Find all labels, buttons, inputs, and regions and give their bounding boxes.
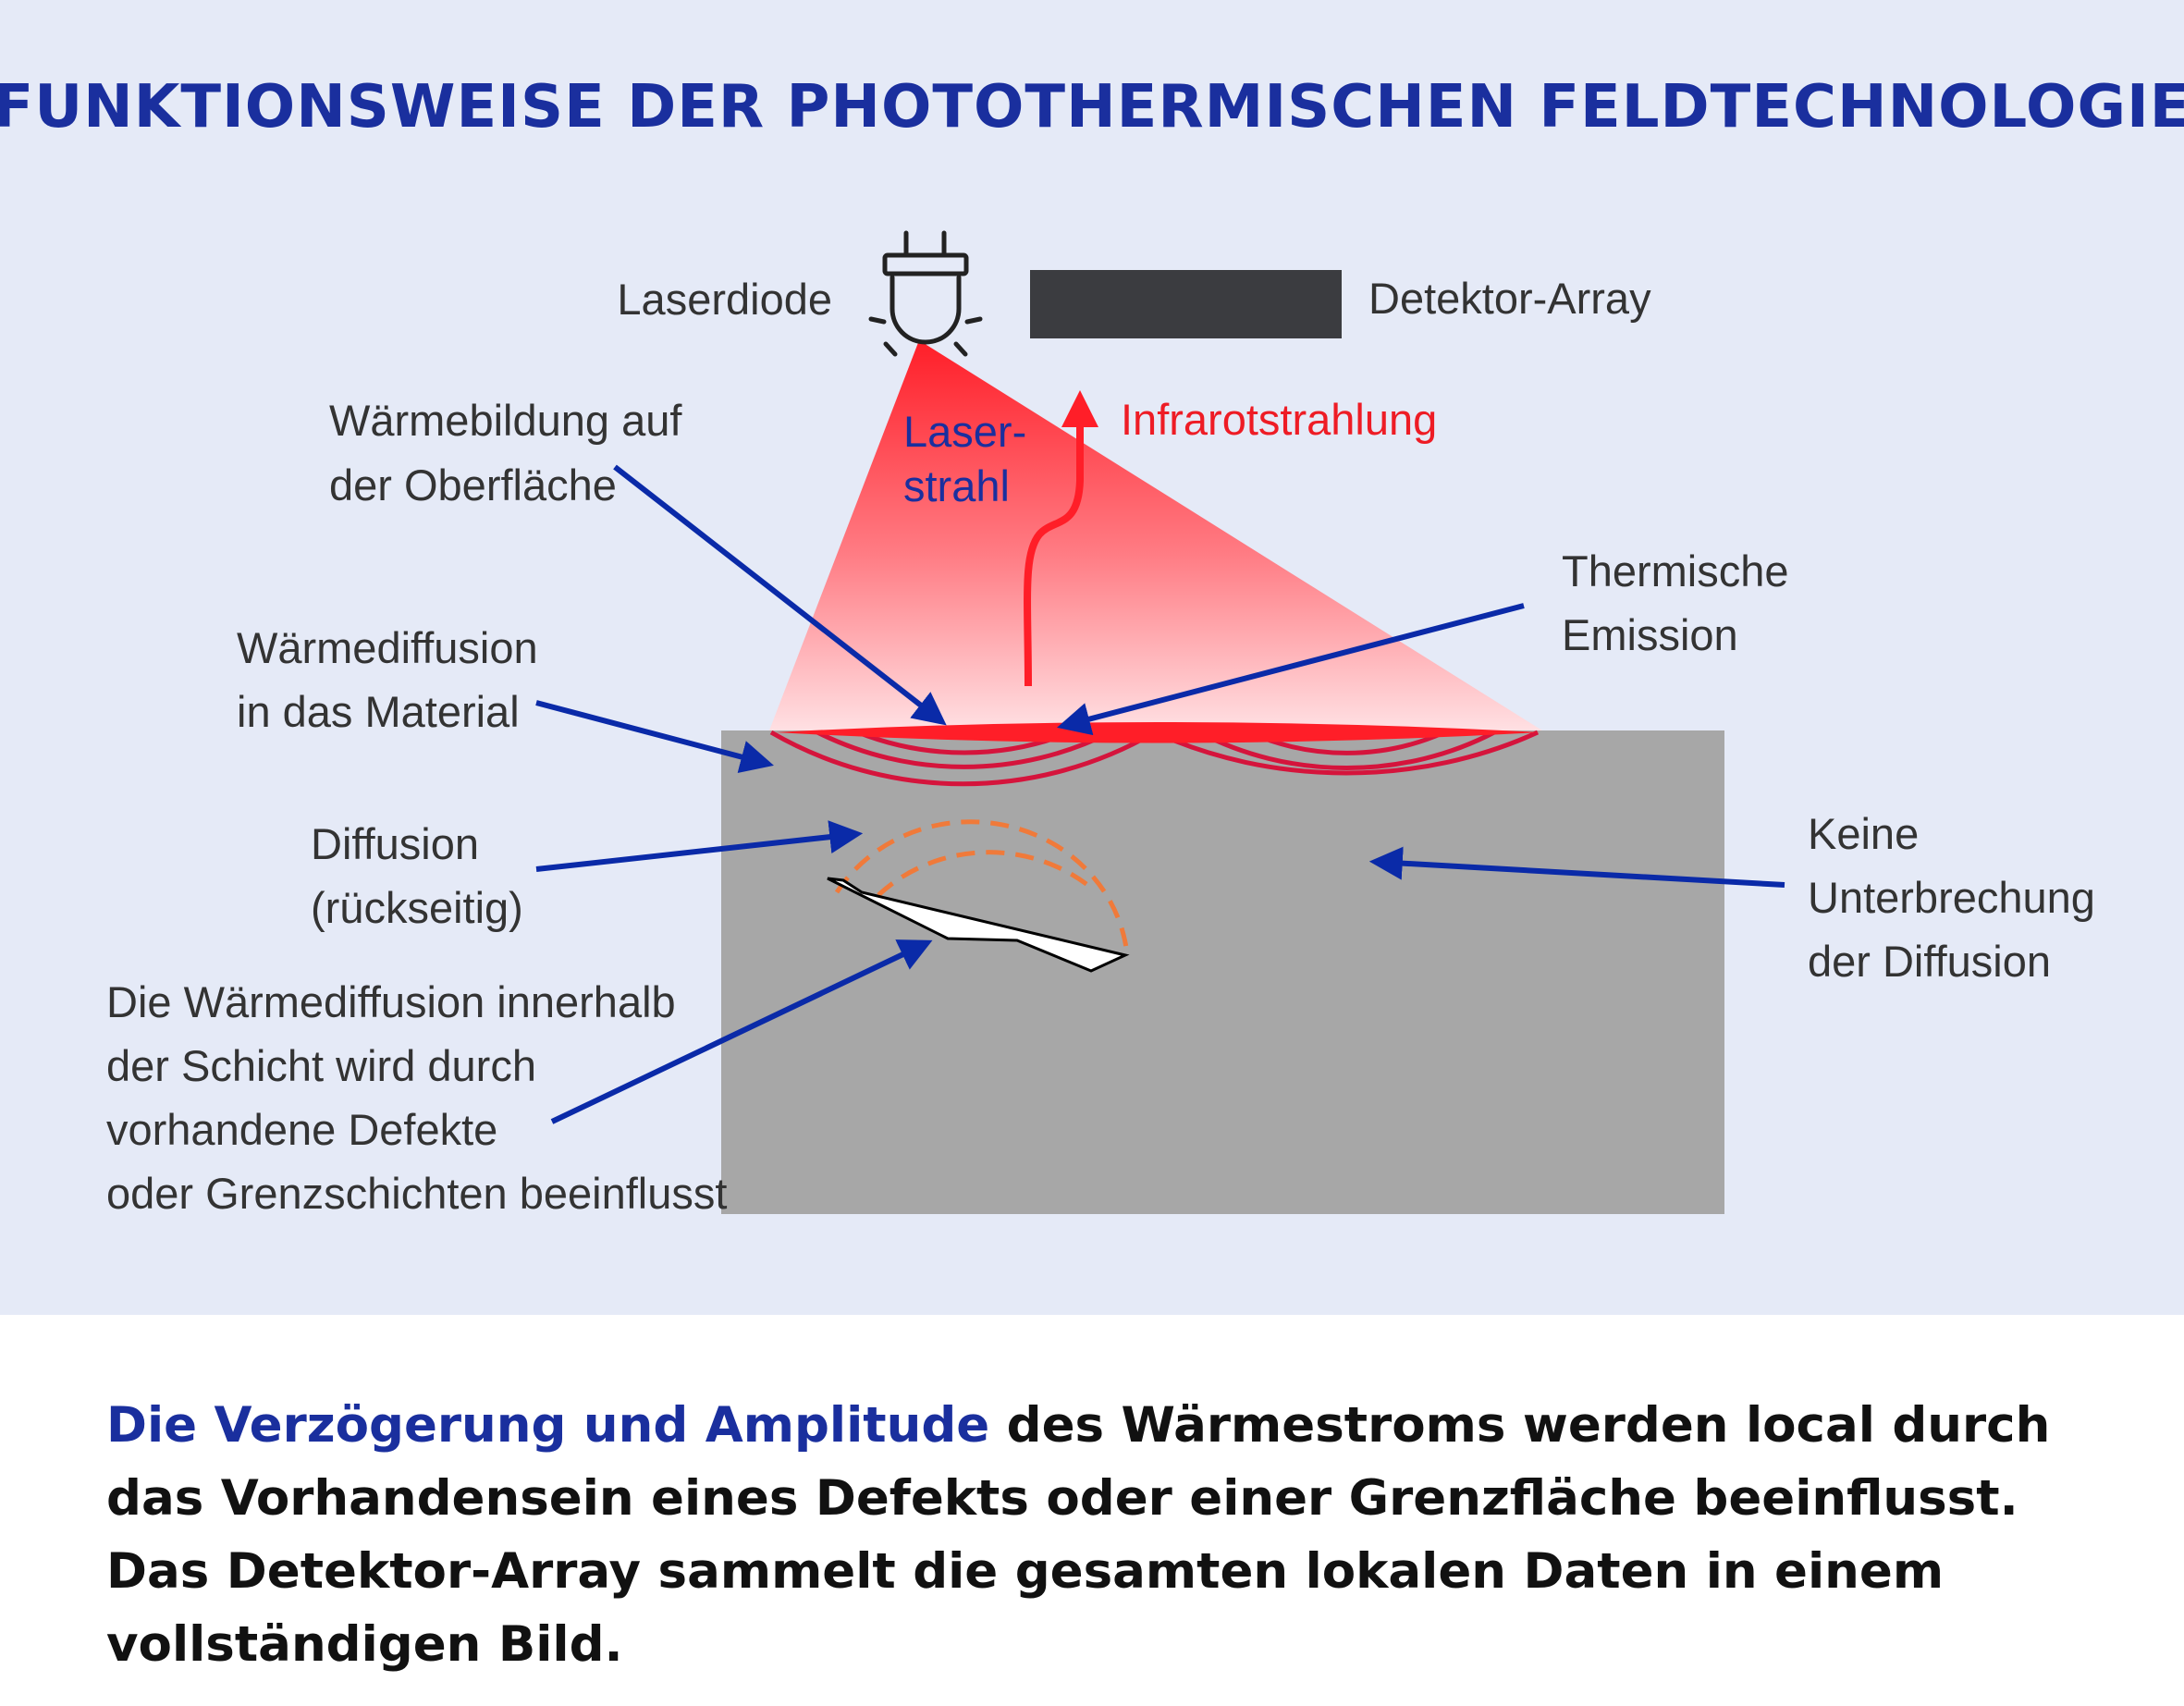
defect-note-label-1: Die Wärmediffusion innerhalb [106, 977, 676, 1026]
caption-highlight: Die Verzögerung und Amplitude [106, 1397, 990, 1454]
laser-beam-label-2: strahl [903, 461, 1010, 510]
heat-diffusion-label-2: in das Material [237, 687, 520, 736]
defect-waves [834, 819, 1129, 949]
photothermal-diagram: FUNKTIONSWEISE DER PHOTOTHERMISCHEN FELD… [0, 73, 2184, 1218]
no-interruption-label-3: der Diffusion [1808, 937, 2051, 986]
detector-label: Detektor-Array [1368, 274, 1651, 323]
infrared-label: Infrarotstrahlung [1121, 395, 1437, 444]
no-interruption-label-2: Unterbrechung [1808, 873, 2095, 922]
arrow-back-diffusion [535, 820, 864, 872]
arrow-heat-diffusion [535, 700, 774, 774]
defect-note-label-3: vorhandene Defekte [106, 1105, 497, 1154]
surface-heating-label-2: der Oberfläche [329, 460, 617, 509]
no-interruption-label-1: Keine [1808, 809, 1919, 858]
infrared-arrow [1024, 390, 1098, 687]
thermal-emission-label-1: Thermische [1562, 546, 1789, 595]
caption-text: Die Verzögerung und Amplitude des Wärmes… [106, 1389, 2094, 1681]
caption-body: des Wärmestroms werden local durch das V… [106, 1397, 2051, 1673]
caption-panel [0, 1315, 2184, 1706]
page-title: FUNKTIONSWEISE DER PHOTOTHERMISCHEN FELD… [0, 73, 2184, 141]
surface-heating-label-1: Wärmebildung auf [329, 396, 682, 445]
laser-beam-cone [769, 340, 1542, 730]
thermal-emission-label-2: Emission [1562, 610, 1738, 659]
defect-note-label-4: oder Grenzschichten beeinflusst [106, 1169, 727, 1218]
arrow-no-interruption [1368, 846, 1785, 888]
defect-crack [827, 877, 1130, 973]
laser-beam-label-1: Laser- [903, 407, 1026, 456]
material-block [721, 730, 1724, 1214]
plug-bulb-icon [868, 230, 983, 357]
laserdiode-label: Laserdiode [617, 275, 832, 324]
surface-heating [775, 722, 1540, 743]
back-diffusion-label-1: Diffusion [311, 819, 479, 868]
detector-bar [1030, 270, 1342, 338]
arrow-thermal-emission [1057, 603, 1525, 736]
arrow-surface-heating [613, 464, 947, 726]
arrow-defect-note [550, 939, 933, 1124]
heat-diffusion-label-1: Wärmediffusion [237, 623, 538, 672]
defect-note-label-2: der Schicht wird durch [106, 1041, 536, 1090]
back-diffusion-label-2: (rückseitig) [311, 883, 523, 932]
